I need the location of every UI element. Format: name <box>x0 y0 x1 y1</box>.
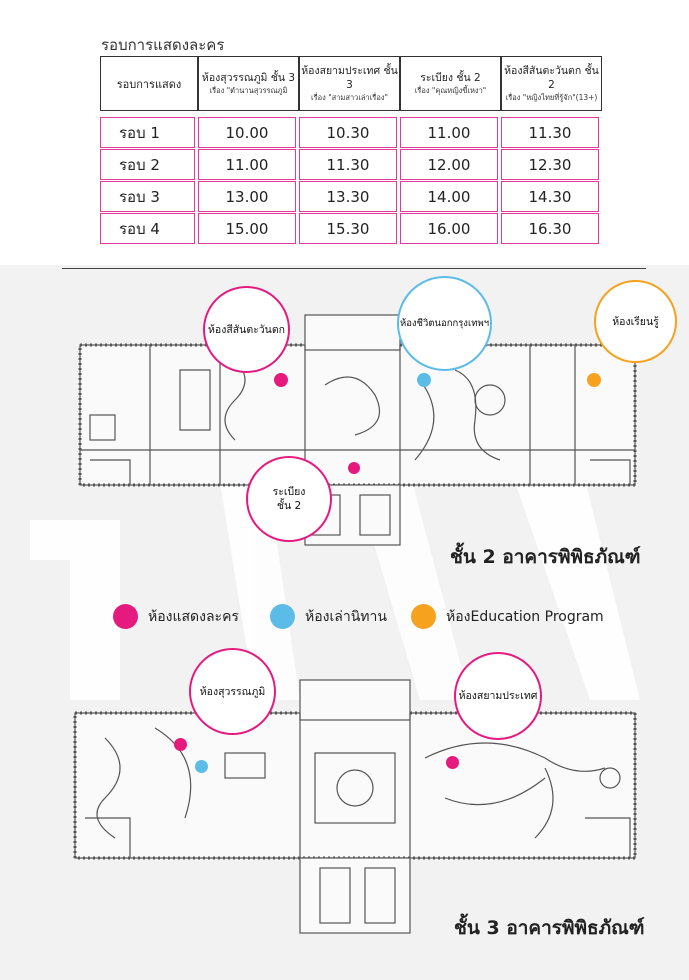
marker-siam-theater <box>446 756 459 769</box>
header-story: เรื่อง "สามสาวเล่าเรื่อง" <box>311 92 388 102</box>
time-cell: 13.00 <box>198 181 296 212</box>
header-room: ห้องสุวรรณภูมิ ชั้น 3 <box>201 71 296 84</box>
bubble-west-room: ห้องสีสันตะวันตก <box>203 286 290 373</box>
time-cell: 11.30 <box>299 149 397 180</box>
time-cell: 14.30 <box>501 181 599 212</box>
round-cell: รอบ 4 <box>100 213 195 244</box>
round-cell: รอบ 3 <box>100 181 195 212</box>
header-story: เรื่อง "คุณหญิงขี้เหงา" <box>414 85 487 95</box>
header-round: รอบการแสดง <box>100 56 198 111</box>
bubble-suvarnabhumi: ห้องสุวรรณภูมิ <box>189 648 276 735</box>
bubble-west-label: ห้องสีสันตะวันตก <box>207 323 286 336</box>
header-room: ห้องสีสันตะวันตก ชั้น 2 <box>504 64 599 91</box>
marker-suvarnabhumi-theater <box>174 738 187 751</box>
legend-theater-label: ห้องแสดงละคร <box>148 608 239 625</box>
bubble-learning-label: ห้องเรียนรู้ <box>612 315 659 328</box>
divider <box>62 268 646 269</box>
time-cell: 11.00 <box>400 117 498 148</box>
time-cell: 12.30 <box>501 149 599 180</box>
legend-storytelling-label: ห้องเล่านิทาน <box>305 608 387 625</box>
orange-dot-icon <box>411 604 436 629</box>
bubble-suvarnabhumi-label: ห้องสุวรรณภูมิ <box>199 685 266 698</box>
pink-dot-icon <box>113 604 138 629</box>
bubble-veranda: ระเบียง ชั้น 2 <box>246 456 332 542</box>
time-cell: 10.00 <box>198 117 296 148</box>
bubble-veranda-line1: ระเบียง <box>272 486 306 498</box>
header-room: ระเบียง ชั้น 2 <box>420 71 481 84</box>
time-cell: 14.00 <box>400 181 498 212</box>
time-cell: 16.00 <box>400 213 498 244</box>
header-room: ห้องสยามประเทศ ชั้น 3 <box>301 64 398 91</box>
time-cell: 15.00 <box>198 213 296 244</box>
time-cell: 11.00 <box>198 149 296 180</box>
time-cell: 10.30 <box>299 117 397 148</box>
header-col-2: ห้องสยามประเทศ ชั้น 3 เรื่อง "สามสาวเล่า… <box>299 56 400 111</box>
header-story: เรื่อง "หญิงไทยที่รู้จัก"(13+) <box>505 92 598 102</box>
legend-theater: ห้องแสดงละคร <box>113 604 239 629</box>
floor-3-label: ชั้น 3 อาคารพิพิธภัณฑ์ <box>454 917 645 939</box>
header-story: เรื่อง "ตำนานสุวรรณภูมิ <box>209 85 288 95</box>
header-round-label: รอบการแสดง <box>116 77 182 91</box>
legend-education: ห้องEducation Program <box>411 604 604 629</box>
bubble-learning-room: ห้องเรียนรู้ <box>594 280 677 363</box>
header-col-3: ระเบียง ชั้น 2 เรื่อง "คุณหญิงขี้เหงา" <box>400 56 501 111</box>
schedule-title: รอบการแสดงละคร <box>101 36 225 54</box>
marker-bangkok-room <box>417 373 431 387</box>
marker-suvarnabhumi-story <box>195 760 208 773</box>
time-cell: 15.30 <box>299 213 397 244</box>
floor-2-label: ชั้น 2 อาคารพิพิธภัณฑ์ <box>450 546 641 568</box>
marker-veranda <box>348 462 360 474</box>
round-cell: รอบ 1 <box>100 117 195 148</box>
floor-3-plan <box>73 679 637 934</box>
legend-storytelling: ห้องเล่านิทาน <box>270 604 387 629</box>
header-col-4: ห้องสีสันตะวันตก ชั้น 2 เรื่อง "หญิงไทยท… <box>501 56 602 111</box>
bubble-bangkok-room: ห้องชีวิตนอกกรุงเทพฯ <box>397 276 492 371</box>
time-cell: 12.00 <box>400 149 498 180</box>
marker-west-room <box>274 373 288 387</box>
round-cell: รอบ 2 <box>100 149 195 180</box>
bubble-bangkok-label: ห้องชีวิตนอกกรุงเทพฯ <box>399 317 490 329</box>
floor-2-plan <box>78 314 637 546</box>
time-cell: 13.30 <box>299 181 397 212</box>
time-cell: 11.30 <box>501 117 599 148</box>
time-cell: 16.30 <box>501 213 599 244</box>
blue-dot-icon <box>270 604 295 629</box>
bubble-siam-label: ห้องสยามประเทศ <box>458 690 538 702</box>
marker-learning-room <box>587 373 601 387</box>
bubble-siam: ห้องสยามประเทศ <box>454 652 542 740</box>
header-col-1: ห้องสุวรรณภูมิ ชั้น 3 เรื่อง "ตำนานสุวรร… <box>198 56 299 111</box>
bubble-veranda-line2: ชั้น 2 <box>276 500 302 512</box>
legend-education-label: ห้องEducation Program <box>446 608 604 625</box>
